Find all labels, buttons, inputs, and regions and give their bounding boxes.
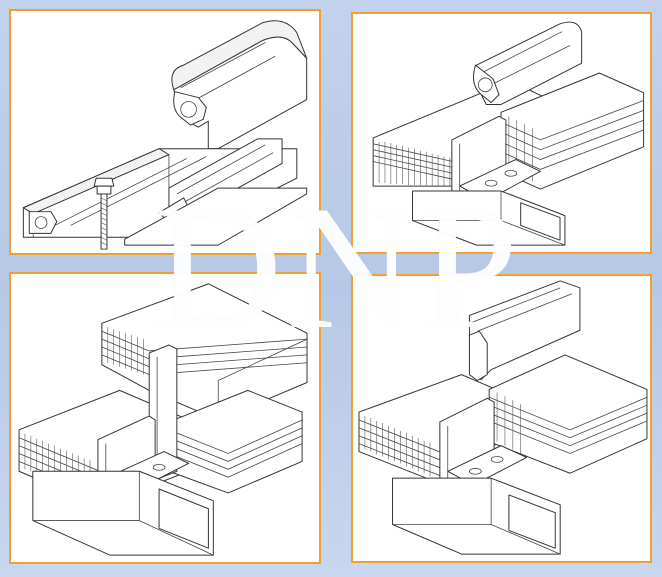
square-tube xyxy=(392,477,561,555)
diagram-panel-cap-assembly xyxy=(351,274,652,563)
cap-profile xyxy=(473,21,583,105)
top-cap xyxy=(468,280,581,382)
square-tube xyxy=(32,470,214,556)
square-tube xyxy=(412,190,566,246)
base-profile xyxy=(22,138,308,246)
cap-profile xyxy=(171,20,308,150)
sheet-stack-right xyxy=(500,72,645,190)
cap-assembly-drawing xyxy=(358,280,648,555)
profile-screw-drawing xyxy=(22,20,308,250)
sheets-stacked-drawing xyxy=(18,283,308,556)
diagram-panel-profile-and-screw xyxy=(9,9,321,255)
base-cap-drawing xyxy=(372,21,645,246)
screw xyxy=(93,177,115,250)
diagram-panel-sheets-stacked xyxy=(9,272,321,564)
base-bracket xyxy=(439,397,528,498)
diagram-panel-base-with-cap-above xyxy=(351,12,652,254)
